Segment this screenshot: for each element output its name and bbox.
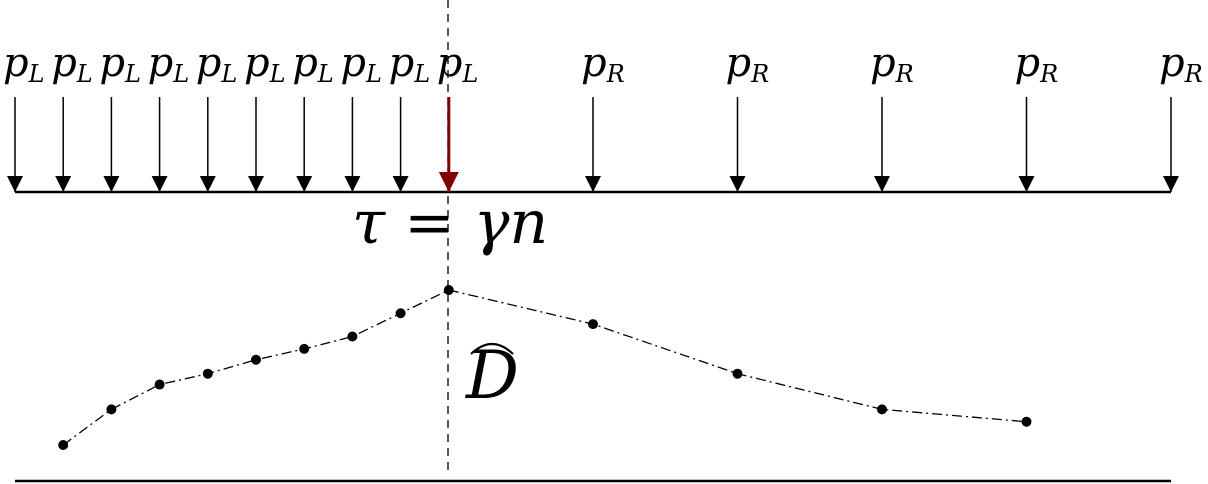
estimator-point xyxy=(732,368,743,379)
load-label-left: pL xyxy=(3,40,45,88)
load-label-left: pL xyxy=(51,40,93,88)
estimator-point xyxy=(299,343,310,354)
estimator-point xyxy=(58,440,69,450)
load-arrows xyxy=(7,97,1179,192)
load-label-left: pL xyxy=(437,40,479,88)
estimator-point xyxy=(443,285,454,295)
load-label-left: pL xyxy=(196,40,238,88)
estimator-letter: D xyxy=(465,337,519,414)
estimator-point xyxy=(347,331,358,342)
estimator-points xyxy=(58,285,1032,450)
load-label-left: pL xyxy=(340,40,382,88)
estimator-point xyxy=(1021,416,1032,427)
estimator-point xyxy=(106,404,117,415)
load-label-left: pL xyxy=(244,40,286,88)
load-label-left: pL xyxy=(389,40,431,88)
estimator-point xyxy=(154,379,165,390)
estimator-point xyxy=(202,368,213,379)
load-label-right: pR xyxy=(726,40,770,88)
load-label-left: pL xyxy=(292,40,334,88)
load-label-left: pL xyxy=(148,40,190,88)
estimator-point xyxy=(877,404,887,415)
estimator-point xyxy=(588,319,598,330)
estimator-hat-accent xyxy=(470,342,514,355)
estimator-point xyxy=(251,354,261,365)
load-label-right: pR xyxy=(870,40,914,88)
load-label-left: pL xyxy=(99,40,141,88)
estimator-curve xyxy=(62,289,1027,446)
estimator-point xyxy=(395,308,406,319)
load-label-right: pR xyxy=(1015,40,1059,88)
load-label-right: pR xyxy=(1159,40,1203,88)
load-label-right: pR xyxy=(581,40,625,88)
threshold-equation: τ = γn xyxy=(352,188,548,258)
estimator-label: D xyxy=(465,337,519,414)
